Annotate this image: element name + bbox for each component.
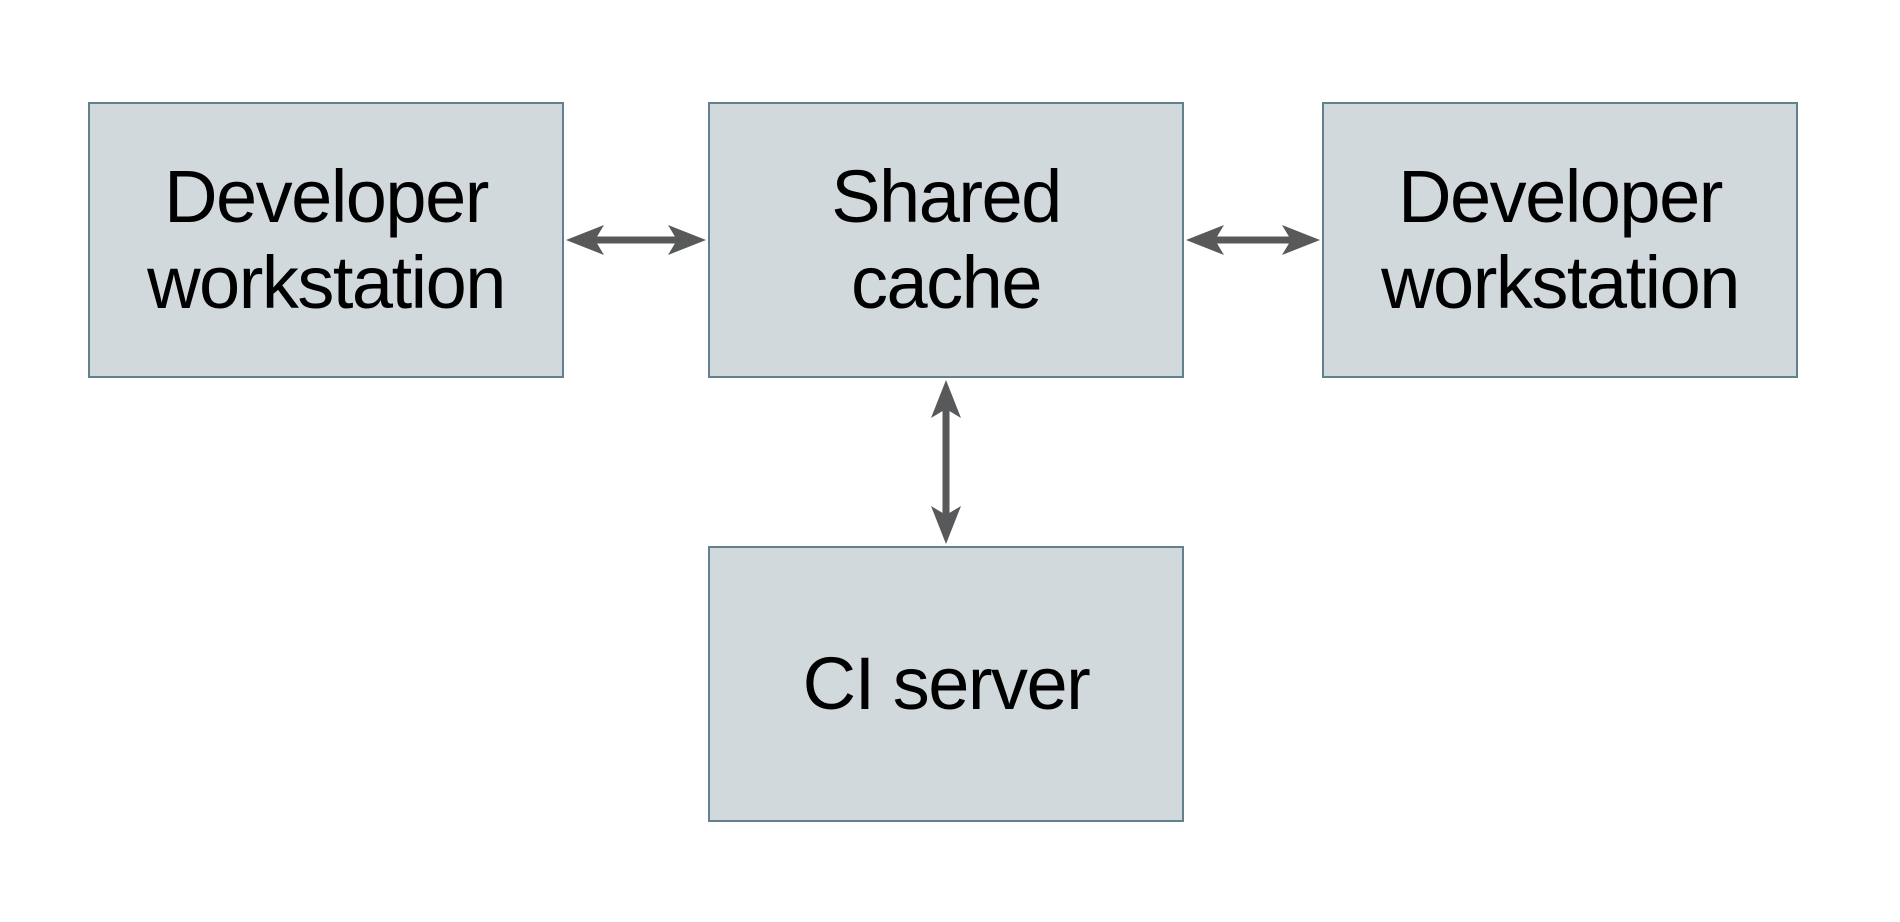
arrowhead-down-icon xyxy=(931,506,961,544)
node-shared-cache: Shared cache xyxy=(708,102,1184,378)
node-label: Developer workstation xyxy=(147,155,506,324)
edge-shared-cache-ci-server xyxy=(931,380,961,544)
node-label: Shared cache xyxy=(831,155,1062,324)
arrowhead-left-icon xyxy=(1186,225,1224,255)
node-developer-workstation-right: Developer workstation xyxy=(1322,102,1798,378)
arrowhead-up-icon xyxy=(931,380,961,418)
node-developer-workstation-left: Developer workstation xyxy=(88,102,564,378)
edge-shared-cache-right-workstation xyxy=(1186,225,1320,255)
node-ci-server: CI server xyxy=(708,546,1184,822)
arrowhead-left-icon xyxy=(566,225,604,255)
node-label: Developer workstation xyxy=(1381,155,1740,324)
node-label: CI server xyxy=(802,642,1091,726)
arrowhead-right-icon xyxy=(1282,225,1320,255)
arrowhead-right-icon xyxy=(668,225,706,255)
edge-left-workstation-shared-cache xyxy=(566,225,706,255)
